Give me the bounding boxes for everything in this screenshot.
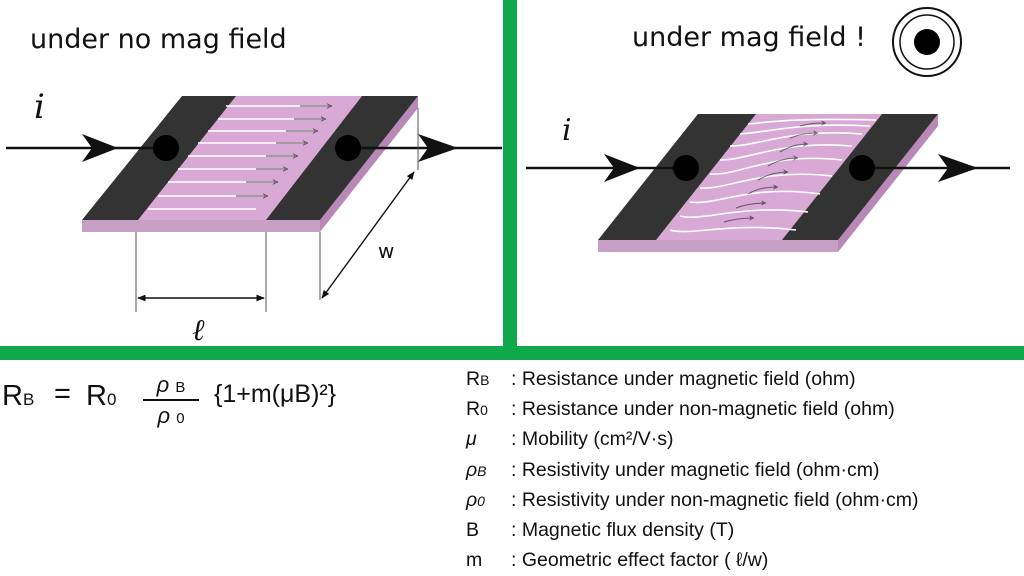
legend-row: m : Geometric effect factor ( ℓ/w) [466,546,918,576]
right-current-arrows [723,120,827,223]
left-current-label: i [34,87,45,127]
legend-text: : Resistivity under non-magnetic field (… [511,488,919,511]
left-wire-in-arrowhead [82,134,118,162]
legend-text: : Geometric effect factor ( ℓ/w) [511,549,769,572]
vertical-divider [503,0,517,348]
width-label: w [378,239,394,263]
left-dimensions [135,108,419,312]
formula-r0: R0 [86,380,117,412]
left-current-arrows [236,103,333,199]
left-wire-out-arrowhead [418,134,458,162]
legend-symbol: ρB [466,458,487,481]
right-panel-title: under mag field ! [632,22,866,53]
legend-symbol: m [466,549,483,572]
legend-row: μ : Mobility (cm²/V·s) [466,425,918,455]
legend-text: : Resistance under magnetic field (ohm) [511,368,856,390]
legend-text: : Resistivity under magnetic field (ohm·… [511,458,880,481]
right-current-lines [669,118,877,233]
magnetic-field-out-of-page-icon [892,7,962,77]
left-contact-in [153,135,179,161]
right-slab-edge [598,240,838,252]
legend-text: : Resistance under non-magnetic field (o… [511,398,895,421]
right-slab-side [838,114,938,252]
right-contact-in [673,155,699,181]
legend-row: ρB : Resistivity under magnetic field (o… [466,456,918,486]
right-wire-in-arrowhead [604,154,640,182]
legend-row: RB : Resistance under magnetic field (oh… [466,365,918,395]
left-contact-out [335,135,361,161]
right-contact-out [849,155,875,181]
right-wire-out-arrowhead [938,154,978,182]
right-device [526,114,1010,252]
left-slab-edge [82,220,320,232]
legend-row: R0 : Resistance under non-magnetic field… [466,395,918,425]
formula-denominator: ρ 0 [157,402,185,428]
width-dimension-arrow [321,171,415,299]
legend-row: ρ0 : Resistivity under non-magnetic fiel… [466,486,918,516]
legend-text: : Magnetic flux density (T) [511,519,735,542]
formula-equals: = [54,378,71,410]
formula-lhs: RB [2,380,35,412]
right-current-label: i [562,113,572,148]
formula-fraction-bar [143,399,199,401]
formula-numerator: ρ B [156,372,186,397]
formula-fraction: ρ B ρ 0 [143,372,199,429]
legend-symbol: μ [466,428,477,451]
legend-symbol: R0 [466,398,488,421]
legend-symbol: ρ0 [466,488,485,511]
legend-row: B : Magnetic flux density (T) [466,516,918,546]
formula-tail: {1+m(μB)²} [214,380,337,408]
left-panel-title: under no mag field [30,24,287,55]
legend-symbol: RB [466,368,490,390]
legend-text: : Mobility (cm²/V·s) [511,428,674,451]
left-device [6,96,502,312]
legend-symbol: B [466,519,480,542]
horizontal-divider [0,346,1024,360]
symbol-legend: RB : Resistance under magnetic field (oh… [466,365,918,576]
length-label: ℓ [192,313,205,348]
